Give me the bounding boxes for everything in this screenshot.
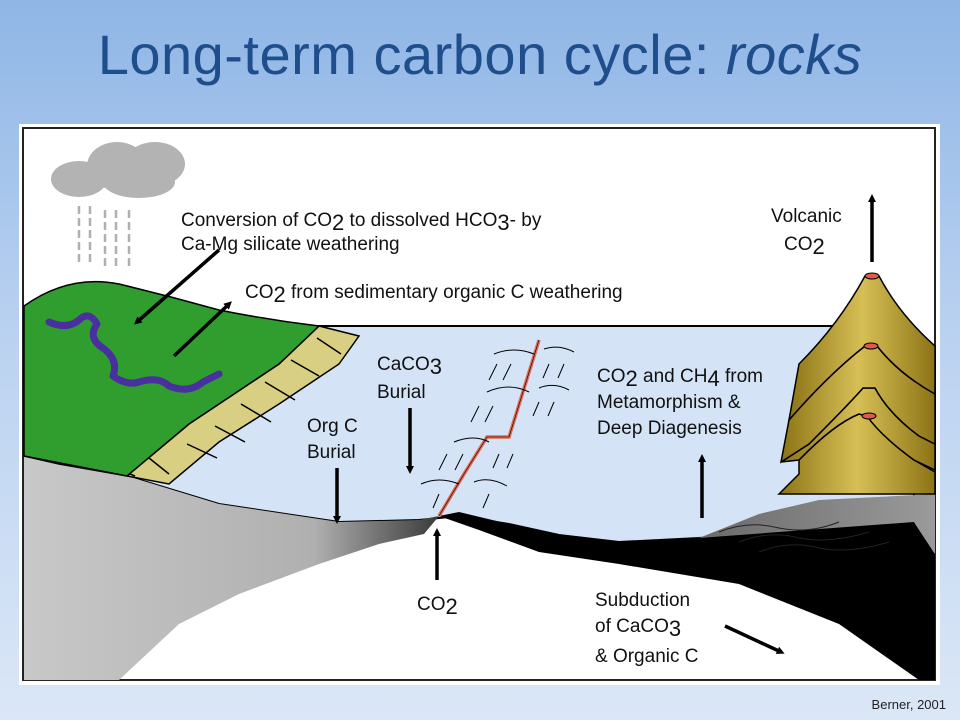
metamorphism-label-3: Deep Diagenesis — [597, 418, 742, 439]
volcanic-label-2: CO2 — [784, 234, 825, 259]
volcanic-label-1: Volcanic — [771, 206, 842, 227]
subduction-label-3: & Organic C — [595, 646, 698, 667]
diagram-frame: Conversion of CO2 to dissolved HCO3- by … — [19, 124, 940, 685]
land — [23, 280, 321, 477]
rain-icon — [77, 206, 131, 270]
subduction-label-2: of CaCO3 — [595, 616, 681, 641]
silicate-weathering-label-2: Ca-Mg silicate weathering — [181, 234, 400, 255]
cloud-icon — [51, 142, 185, 198]
subduction-arrow — [724, 624, 785, 654]
subduction-label-1: Subduction — [595, 590, 690, 611]
arrows — [133, 194, 876, 654]
continental-crust — [24, 456, 439, 680]
volcano — [777, 272, 936, 495]
caco3-burial-label-2: Burial — [377, 382, 426, 403]
metamorphism-label-2: Metamorphism & — [597, 392, 741, 413]
orgc-burial-label-2: Burial — [307, 442, 356, 463]
silicate-weathering-arrow — [133, 248, 221, 325]
oceanic-slab — [439, 512, 935, 680]
river — [45, 312, 223, 393]
accretionary-rock — [699, 494, 935, 554]
title-italic: rocks — [725, 23, 863, 86]
ridge-faults — [420, 346, 575, 509]
citation: Berner, 2001 — [871, 697, 946, 712]
silicate-weathering-label-1: Conversion of CO2 to dissolved HCO3- by — [181, 210, 542, 235]
slide-title: Long-term carbon cycle: rocks — [0, 22, 960, 87]
metamorphism-label-1: CO2 and CH4 from — [597, 366, 763, 391]
orgc-burial-label-1: Org C — [307, 416, 358, 437]
sed-org-weathering-label: CO2 from sedimentary organic C weatherin… — [245, 282, 623, 307]
title-main: Long-term carbon cycle: — [97, 23, 726, 86]
carbon-cycle-diagram: Conversion of CO2 to dissolved HCO3- by … — [22, 127, 936, 681]
ridge-co2-label: CO2 — [417, 594, 458, 619]
sed-org-weathering-arrow — [172, 301, 232, 358]
sediment-strata — [114, 337, 342, 477]
caco3-burial-label-1: CaCO3 — [377, 354, 442, 379]
rock-foliation — [718, 521, 890, 553]
